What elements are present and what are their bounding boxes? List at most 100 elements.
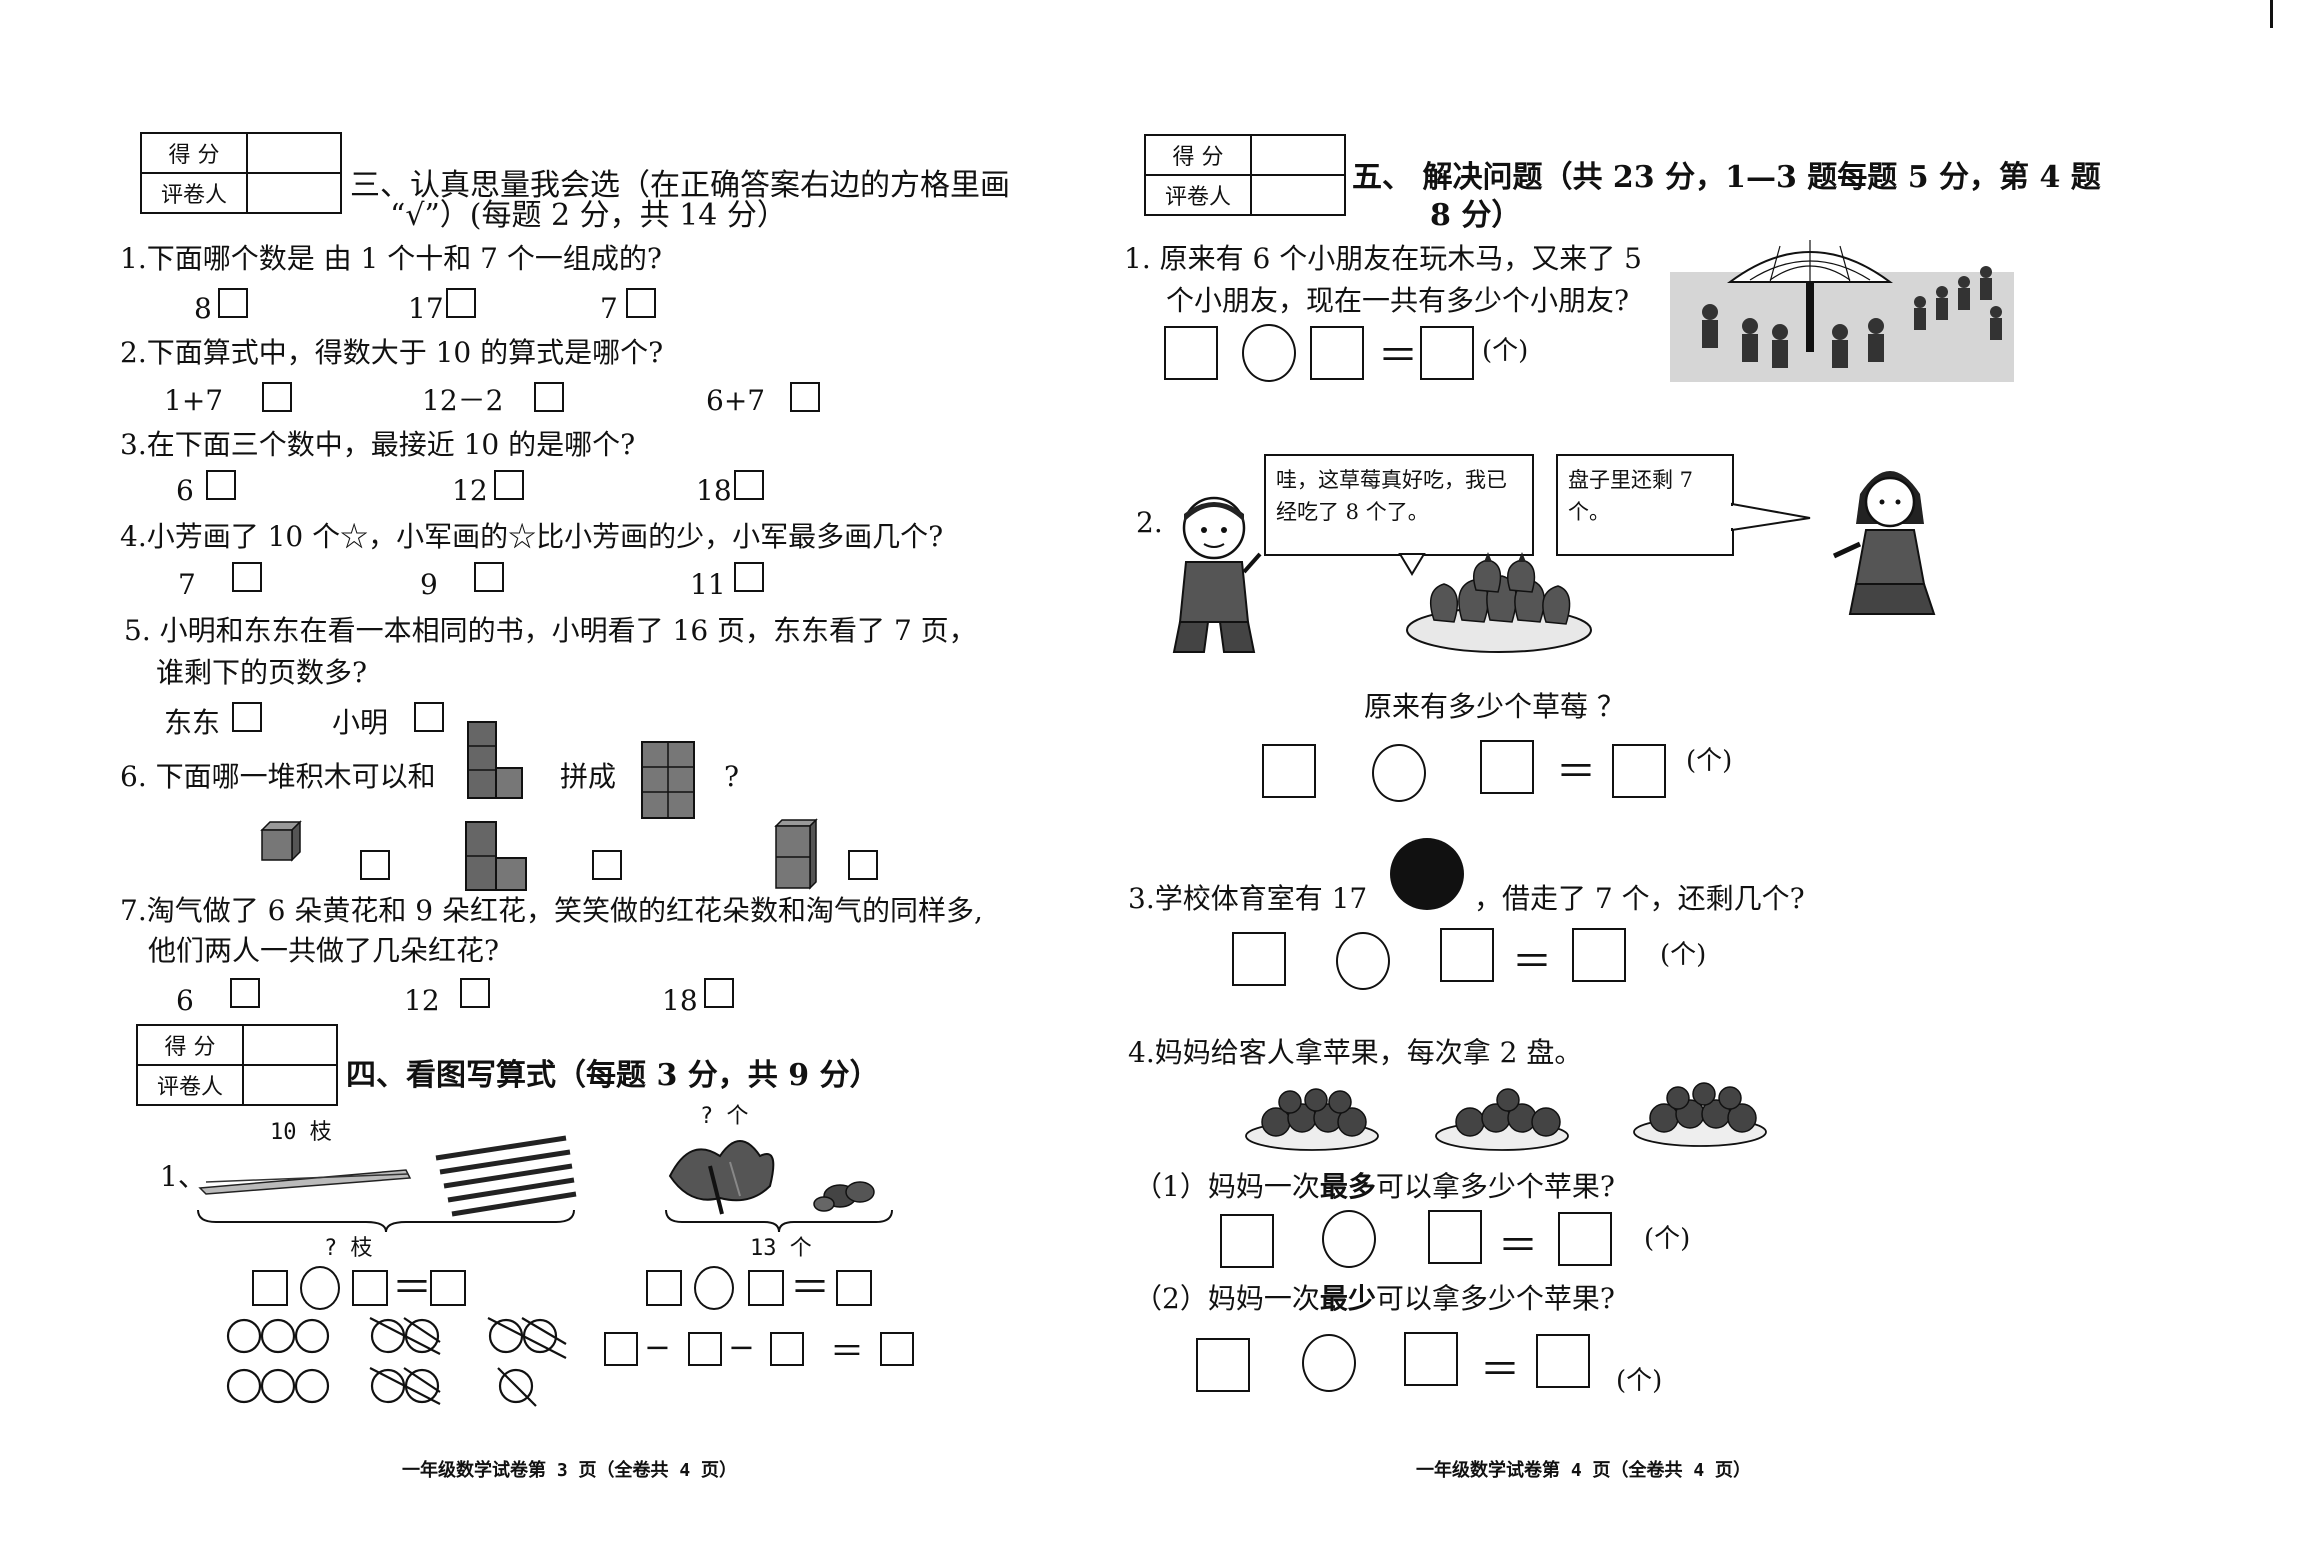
answer-checkbox[interactable] — [790, 382, 820, 412]
answer-box[interactable] — [430, 1270, 466, 1306]
section4-heading: 四、看图写算式（每题 3 分，共 9 分） — [346, 1058, 880, 1093]
left-footer: 一年级数学试卷第 3 页（全卷共 4 页） — [402, 1460, 738, 1481]
answer-box[interactable] — [252, 1270, 288, 1306]
operator-circle[interactable] — [1336, 932, 1390, 990]
q2-option-a: 1+7 — [164, 384, 224, 417]
q3-option-c: 18 — [696, 474, 732, 507]
sub1-pre: （1）妈妈一次 — [1134, 1170, 1320, 1203]
score-blank[interactable] — [1250, 134, 1346, 176]
q5-option-b: 小明 — [332, 706, 389, 739]
answer-checkbox[interactable] — [460, 978, 490, 1008]
answer-checkbox[interactable] — [848, 850, 878, 880]
answer-box[interactable] — [646, 1270, 682, 1306]
l-shaped-blocks-icon — [467, 721, 523, 799]
section3-heading-line2: “√”）(每题 2 分，共 14 分） — [390, 198, 787, 233]
equals-sign: ＝ — [1556, 749, 1596, 795]
grader-blank[interactable] — [1250, 174, 1346, 216]
answer-box[interactable] — [770, 1332, 804, 1366]
answer-box[interactable] — [748, 1270, 784, 1306]
answer-box[interactable] — [880, 1332, 914, 1366]
operator-circle[interactable] — [300, 1266, 340, 1310]
answer-checkbox[interactable] — [446, 288, 476, 318]
grader-label: 评卷人 — [140, 172, 248, 214]
answer-checkbox[interactable] — [218, 288, 248, 318]
answer-checkbox[interactable] — [206, 470, 236, 500]
operator-circle[interactable] — [1242, 324, 1296, 382]
answer-box[interactable] — [836, 1270, 872, 1306]
answer-checkbox[interactable] — [626, 288, 656, 318]
score-label: 得 分 — [136, 1024, 244, 1066]
speech-bubble-tail — [1398, 553, 1426, 576]
answer-checkbox[interactable] — [734, 562, 764, 592]
apple-plates-icon — [1245, 1082, 1767, 1151]
s5-q4-text: 4.妈妈给客人拿苹果，每次拿 2 盘。 — [1128, 1036, 1583, 1069]
answer-checkbox[interactable] — [232, 702, 262, 732]
answer-box[interactable] — [1262, 744, 1316, 798]
answer-box[interactable] — [1164, 326, 1218, 380]
q4-option-b: 9 — [420, 568, 438, 601]
s5-q4-sub1: （1）妈妈一次最多可以拿多少个苹果? — [1134, 1170, 1615, 1204]
l-shaped-blocks-option-icon — [465, 821, 527, 891]
answer-checkbox[interactable] — [230, 978, 260, 1008]
minus-sign: − — [728, 1328, 755, 1366]
answer-checkbox[interactable] — [494, 470, 524, 500]
right-footer: 一年级数学试卷第 4 页（全卷共 4 页） — [1416, 1460, 1752, 1481]
speech-bubble-girl: 盘子里还剩 7 个。 — [1556, 454, 1734, 556]
q4-option-a: 7 — [178, 568, 196, 601]
q3-option-a: 6 — [176, 474, 194, 507]
operator-circle[interactable] — [1302, 1334, 1356, 1392]
score-blank[interactable] — [242, 1024, 338, 1066]
score-label: 得 分 — [1144, 134, 1252, 176]
answer-checkbox[interactable] — [734, 470, 764, 500]
answer-box[interactable] — [1558, 1212, 1612, 1266]
girl-illustration — [1832, 471, 1936, 615]
grader-blank[interactable] — [242, 1064, 338, 1106]
answer-checkbox[interactable] — [704, 978, 734, 1008]
answer-checkbox[interactable] — [592, 850, 622, 880]
score-table-section5: 得 分 评卷人 — [1144, 134, 1346, 216]
answer-checkbox[interactable] — [232, 562, 262, 592]
answer-box[interactable] — [352, 1270, 388, 1306]
answer-box[interactable] — [1536, 1334, 1590, 1388]
s5-q2-question: 原来有多少个草莓 ？ — [1364, 690, 1625, 723]
equals-sign: ＝ — [1498, 1223, 1538, 1269]
answer-box[interactable] — [1404, 1332, 1458, 1386]
sticks-brace-icon — [197, 1209, 575, 1233]
operator-circle[interactable] — [1372, 744, 1426, 802]
answer-box[interactable] — [688, 1332, 722, 1366]
answer-box[interactable] — [1480, 740, 1534, 794]
answer-checkbox[interactable] — [534, 382, 564, 412]
answer-box[interactable] — [1232, 932, 1286, 986]
unit-label: (个) — [1686, 746, 1733, 776]
equals-sign: ＝ — [830, 1332, 864, 1372]
s5-q3-suffix: ，借走了 7 个，还剩几个? — [1474, 882, 1805, 915]
answer-box[interactable] — [1196, 1338, 1250, 1392]
answer-box[interactable] — [1310, 326, 1364, 380]
q6-middle: 拼成 — [560, 760, 617, 793]
equals-sign: ＝ — [790, 1265, 830, 1311]
grader-label: 评卷人 — [1144, 174, 1252, 216]
answer-box[interactable] — [1612, 744, 1666, 798]
answer-checkbox[interactable] — [474, 562, 504, 592]
carousel-children-illustration — [1670, 240, 2014, 382]
answer-checkbox[interactable] — [414, 702, 444, 732]
q4-option-c: 11 — [690, 568, 726, 601]
answer-checkbox[interactable] — [262, 382, 292, 412]
answer-box[interactable] — [1220, 1214, 1274, 1268]
q2-text: 2.下面算式中，得数大于 10 的算式是哪个? — [120, 336, 664, 369]
answer-box[interactable] — [1428, 1210, 1482, 1264]
q7-option-c: 18 — [662, 984, 698, 1017]
answer-box[interactable] — [604, 1332, 638, 1366]
answer-box[interactable] — [1572, 928, 1626, 982]
target-block-stack-icon — [641, 741, 695, 819]
sub2-post: 可以拿多少个苹果? — [1375, 1282, 1615, 1315]
equals-sign: ＝ — [1480, 1347, 1520, 1393]
score-blank[interactable] — [246, 132, 342, 174]
grader-blank[interactable] — [246, 172, 342, 214]
answer-box[interactable] — [1440, 928, 1494, 982]
answer-checkbox[interactable] — [360, 850, 390, 880]
operator-circle[interactable] — [694, 1266, 734, 1310]
equals-sign: ＝ — [1512, 939, 1552, 985]
operator-circle[interactable] — [1322, 1210, 1376, 1268]
answer-box[interactable] — [1420, 326, 1474, 380]
